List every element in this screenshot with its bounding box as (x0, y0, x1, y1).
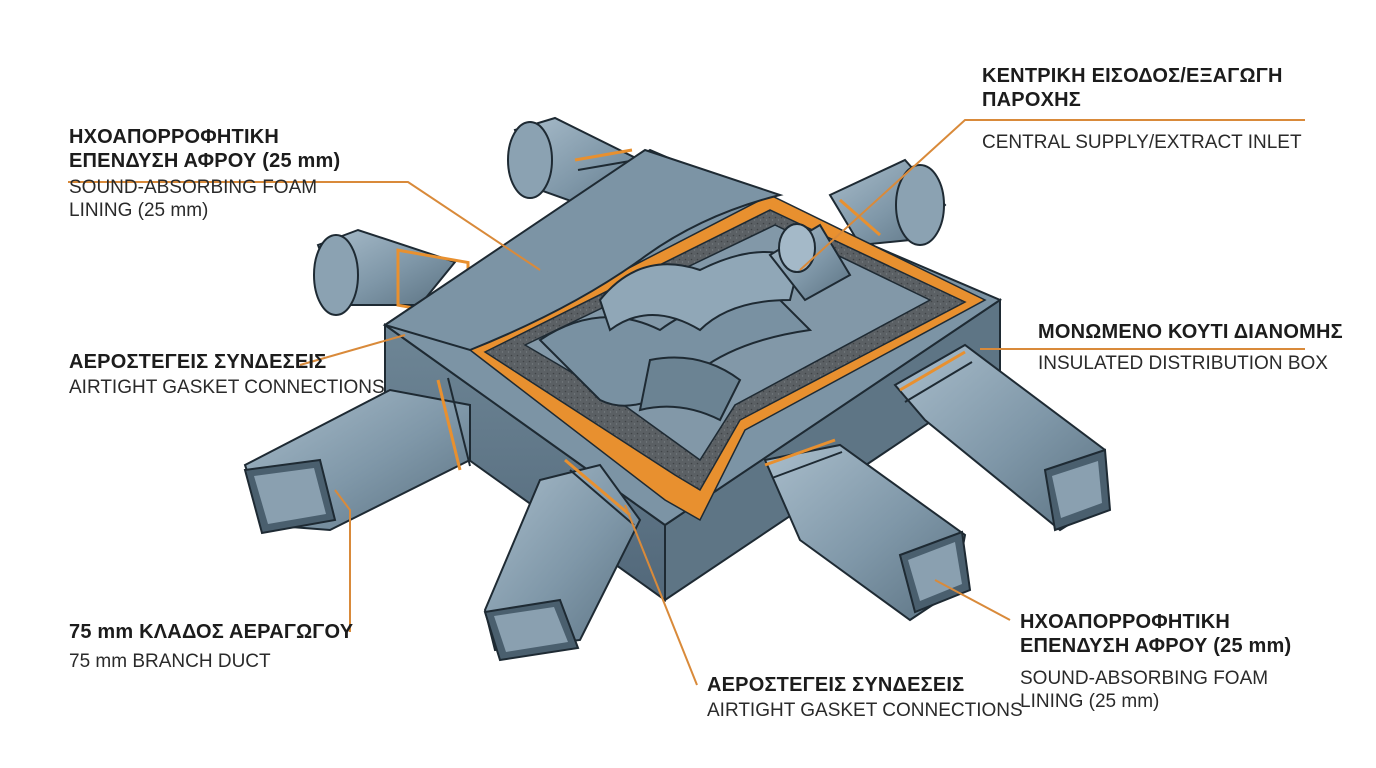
label-foam-lining-top: ΗΧΟΑΠΟΡΡΟΦΗΤΙΚΗ ΕΠΕΝΔΥΣΗ ΑΦΡΟΥ (25 mm) S… (69, 125, 340, 222)
label-branch-duct: 75 mm ΚΛΑΔΟΣ ΑΕΡΑΓΩΓΟΥ 75 mm BRANCH DUCT (69, 620, 353, 674)
label-insulated-box-greek: ΜΟΝΩΜΕΝΟ ΚΟΥΤΙ ΔΙΑΝΟΜΗΣ (1038, 321, 1343, 343)
cutaway-lid (382, 148, 784, 352)
branch-duct-front-left (243, 377, 471, 535)
label-foam-lining-top-english: SOUND-ABSORBING FOAM LINING (25 mm) (69, 176, 318, 221)
label-central-inlet-english: CENTRAL SUPPLY/EXTRACT INLET (982, 131, 1302, 153)
leader-foam-top (68, 181, 541, 271)
label-central-inlet: ΚΕΝΤΡΙΚΗ ΕΙΣΟΔΟΣ/ΕΞΑΓΩΓΗ ΠΑΡΟΧΗΣ CENTRAL… (982, 64, 1302, 154)
label-foam-lining-bottom-english: SOUND-ABSORBING FOAM LINING (25 mm) (1020, 667, 1269, 712)
label-gasket-left-greek: ΑΕΡΟΣΤΕΓΕΙΣ ΣΥΝΔΕΣΕΙΣ (69, 351, 327, 373)
branch-duct-back-right (828, 158, 947, 247)
label-gasket-left: ΑΕΡΟΣΤΕΓΕΙΣ ΣΥΝΔΕΣΕΙΣ AIRTIGHT GASKET CO… (69, 350, 385, 400)
leader-lines (68, 119, 1305, 686)
label-central-inlet-greek: ΚΕΝΤΡΙΚΗ ΕΙΣΟΔΟΣ/ΕΞΑΓΩΓΗ ΠΑΡΟΧΗΣ (982, 65, 1283, 112)
branch-duct-back-left (313, 228, 470, 320)
leader-central (799, 119, 1305, 271)
branch-duct-right (893, 343, 1112, 532)
label-gasket-bottom-greek: ΑΕΡΟΣΤΕΓΕΙΣ ΣΥΝΔΕΣΕΙΣ (707, 674, 965, 696)
label-foam-lining-top-greek: ΗΧΟΑΠΟΡΡΟΦΗΤΙΚΗ ΕΠΕΝΔΥΣΗ ΑΦΡΟΥ (25 mm) (69, 126, 341, 173)
branch-duct-front-right (763, 438, 972, 622)
leader-gasket-bottom (624, 504, 698, 686)
label-foam-lining-bottom-greek: ΗΧΟΑΠΟΡΡΟΦΗΤΙΚΗ ΕΠΕΝΔΥΣΗ ΑΦΡΟΥ (25 mm) (1020, 611, 1292, 658)
label-branch-duct-english: 75 mm BRANCH DUCT (69, 651, 271, 673)
label-insulated-box: ΜΟΝΩΜΕΝΟ ΚΟΥΤΙ ΔΙΑΝΟΜΗΣ INSULATED DISTRI… (1038, 320, 1343, 376)
label-gasket-bottom: ΑΕΡΟΣΤΕΓΕΙΣ ΣΥΝΔΕΣΕΙΣ AIRTIGHT GASKET CO… (707, 673, 1023, 723)
leader-foam-bottom (934, 579, 1011, 621)
label-insulated-box-english: INSULATED DISTRIBUTION BOX (1038, 353, 1328, 375)
label-gasket-left-english: AIRTIGHT GASKET CONNECTIONS (69, 377, 385, 399)
leader-branch (334, 489, 351, 632)
branch-duct-front-center (483, 458, 642, 662)
leader-gasket-left (299, 334, 406, 366)
label-branch-duct-greek: 75 mm ΚΛΑΔΟΣ ΑΕΡΑΓΩΓΟΥ (69, 621, 354, 643)
label-foam-lining-bottom: ΗΧΟΑΠΟΡΡΟΦΗΤΙΚΗ ΕΠΕΝΔΥΣΗ ΑΦΡΟΥ (25 mm) S… (1020, 610, 1291, 713)
internal-manifold (538, 251, 813, 422)
label-gasket-bottom-english: AIRTIGHT GASKET CONNECTIONS (707, 700, 1023, 722)
